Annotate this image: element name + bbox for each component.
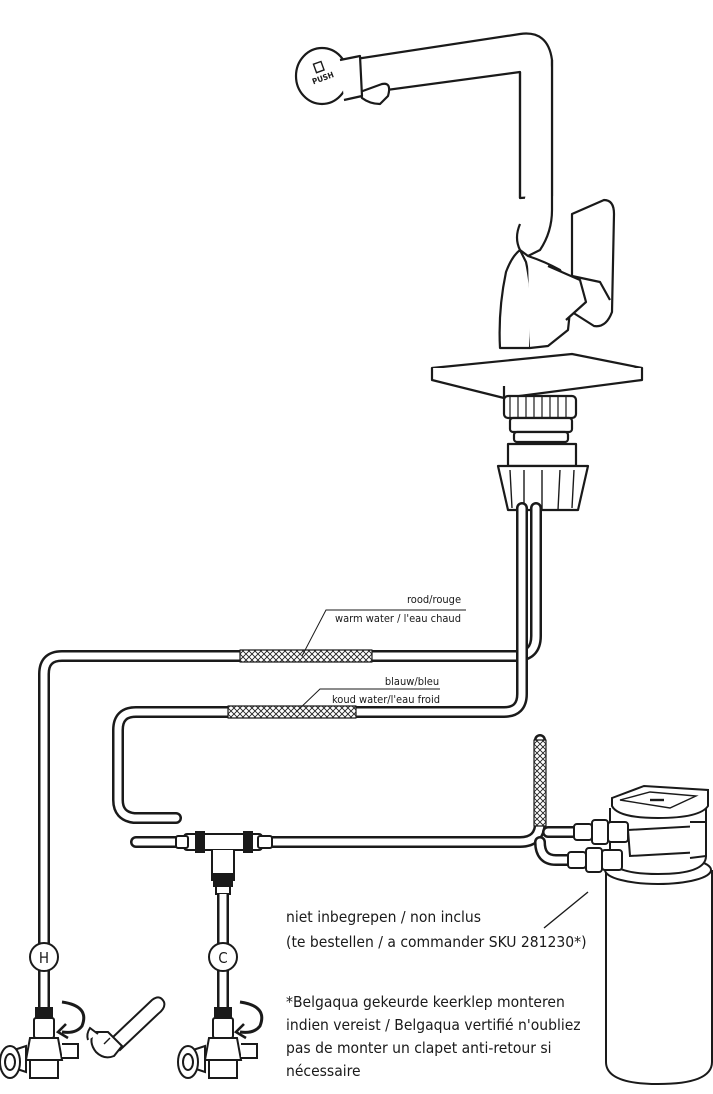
faucet-spout-arm — [334, 32, 554, 200]
cold-hose-label-color: blauw/bleu — [385, 675, 439, 688]
hot-marker-label: H — [39, 949, 49, 967]
filter-pointer-line — [543, 891, 589, 929]
check-valve-note: *Belgaqua gekeurde keerklep monteren ind… — [286, 993, 581, 1080]
faucet-main-body — [498, 248, 534, 350]
cold-hose-braided-section — [227, 705, 357, 719]
hot-hose-braided-section — [239, 649, 373, 663]
not-included-line-1: niet inbegrepen / non inclus — [286, 908, 481, 926]
hot-water-hose — [38, 502, 542, 1020]
mounting-nut-lower — [496, 464, 590, 512]
faucet-body-tube — [515, 60, 554, 258]
check-valve-line-1: *Belgaqua gekeurde keerklep monteren — [286, 993, 565, 1011]
cold-angle-valve — [177, 1007, 258, 1079]
faucet-nozzle — [358, 82, 391, 106]
not-included-line-2: (te bestellen / a commander SKU 281230*) — [286, 933, 587, 951]
not-included-note: niet inbegrepen / non inclus (te bestell… — [286, 908, 587, 951]
water-filter-unit — [567, 784, 713, 1086]
filter-hose-braided-section — [533, 739, 547, 827]
check-valve-line-3: pas de monter un clapet anti-retour si — [286, 1039, 552, 1057]
hot-hose-label-water: warm water / l'eau chaud — [335, 612, 461, 625]
cold-water-hose — [112, 502, 528, 824]
kitchen-faucet — [294, 32, 644, 512]
hot-angle-valve — [0, 1007, 79, 1079]
hot-hose-callout: rood/rouge warm water / l'eau chaud — [301, 593, 466, 657]
filter-supply-hose — [266, 734, 580, 866]
hot-hose-label-color: rood/rouge — [407, 593, 461, 606]
check-valve-line-2: indien vereist / Belgaqua vertifié n'oub… — [286, 1016, 581, 1034]
hot-marker: H — [29, 942, 59, 972]
cold-valve-rotate-arrow — [233, 1000, 264, 1040]
cold-marker: C — [208, 942, 238, 972]
cold-marker-label: C — [218, 949, 227, 967]
mounting-nut — [506, 442, 578, 468]
tee-fitting — [175, 831, 273, 895]
cold-hose-label-water: koud water/l'eau froid — [332, 693, 440, 706]
hot-valve-rotate-arrow — [55, 1000, 86, 1040]
threaded-shank — [502, 394, 578, 420]
cold-hose-callout: blauw/bleu koud water/l'eau froid — [295, 675, 440, 713]
wrench-icon — [86, 996, 166, 1059]
check-valve-line-4: nécessaire — [286, 1062, 361, 1080]
